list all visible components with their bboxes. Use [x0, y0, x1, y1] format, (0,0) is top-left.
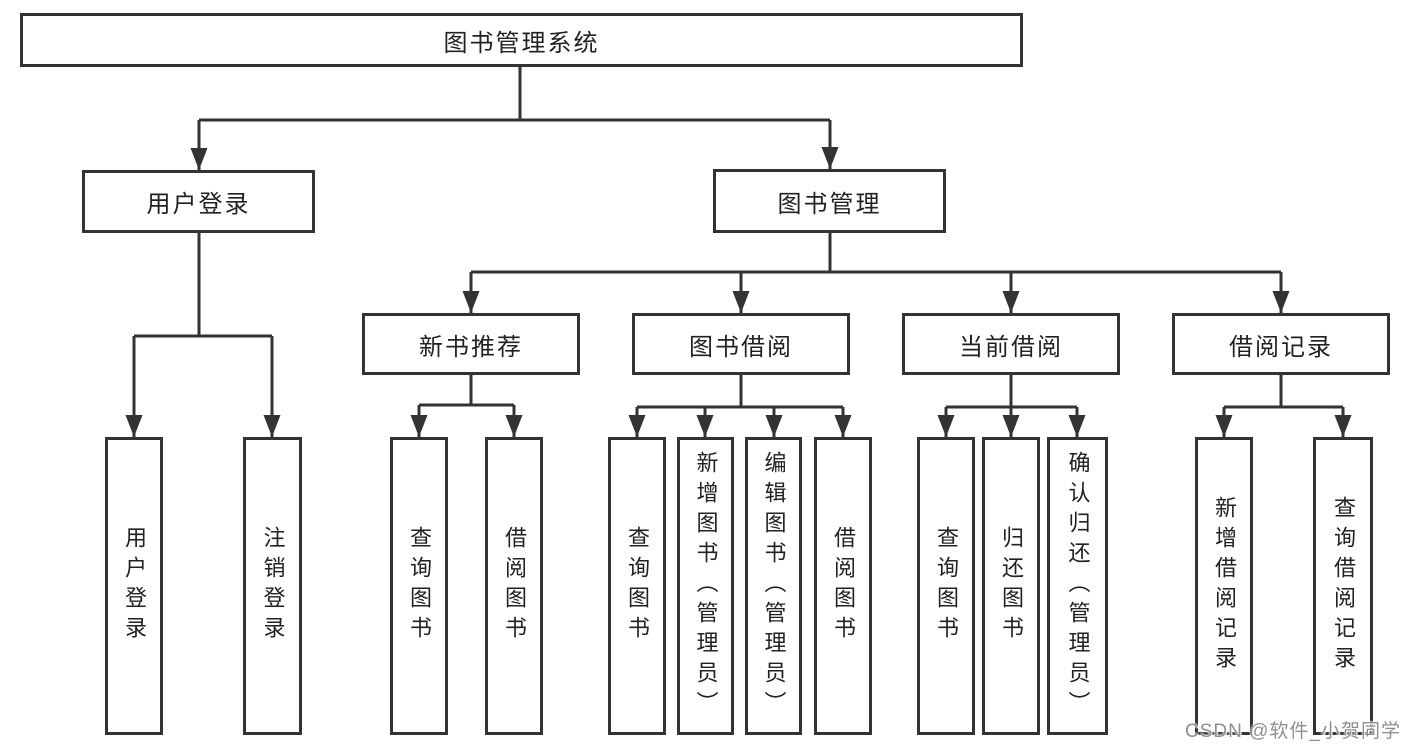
node-label: 新增图书（管理员）	[693, 451, 719, 721]
node-label: 注销登录	[260, 526, 286, 646]
node-label: 借阅图书	[502, 526, 527, 646]
leaf-logout: 注销登录	[243, 437, 302, 735]
node-label: 查询借阅记录	[1331, 496, 1356, 676]
leaf-query-books-current: 查询图书	[917, 437, 975, 735]
node-label: 确认归还（管理员）	[1065, 451, 1091, 721]
node-current-borrowing: 当前借阅	[902, 313, 1120, 375]
leaf-query-books-recommend: 查询图书	[390, 437, 448, 735]
node-label: 当前借阅	[959, 333, 1063, 361]
node-label: 查询图书	[934, 526, 959, 646]
leaf-add-borrow-record: 新增借阅记录	[1195, 437, 1253, 735]
node-book-management: 图书管理	[713, 169, 946, 233]
leaf-edit-book-admin: 编辑图书（管理员）	[745, 437, 802, 735]
node-label: 归还图书	[999, 526, 1024, 646]
node-label: 图书管理系统	[443, 29, 600, 57]
node-label: 图书借阅	[689, 333, 793, 361]
leaf-query-books-borrowing: 查询图书	[608, 437, 666, 735]
leaf-query-borrow-record: 查询借阅记录	[1313, 437, 1373, 735]
node-label: 借阅图书	[831, 526, 856, 646]
node-new-book-recommend: 新书推荐	[362, 313, 580, 375]
node-library-management-system: 图书管理系统	[20, 13, 1023, 67]
leaf-borrow-books-recommend: 借阅图书	[485, 437, 543, 735]
node-label: 借阅记录	[1229, 333, 1333, 361]
node-label: 新书推荐	[419, 333, 523, 361]
leaf-borrow-books-borrowing: 借阅图书	[814, 437, 872, 735]
node-label: 编辑图书（管理员）	[761, 451, 787, 721]
node-borrowing-records: 借阅记录	[1172, 313, 1390, 375]
node-label: 查询图书	[625, 526, 650, 646]
node-label: 图书管理	[777, 190, 882, 218]
node-book-borrowing: 图书借阅	[632, 313, 850, 375]
leaf-return-book: 归还图书	[982, 437, 1040, 735]
leaf-confirm-return-admin: 确认归还（管理员）	[1047, 437, 1108, 735]
node-label: 查询图书	[407, 526, 432, 646]
leaf-add-book-admin: 新增图书（管理员）	[677, 437, 734, 735]
node-label: 新增借阅记录	[1212, 496, 1237, 676]
csdn-watermark: CSDN @软件_小贺同学	[1185, 721, 1401, 742]
tree-trunk-lines	[134, 67, 1343, 409]
node-user-login: 用户登录	[82, 170, 315, 233]
node-label: 用户登录	[146, 191, 251, 218]
node-label: 用户登录	[122, 526, 147, 646]
leaf-user-login: 用户登录	[105, 437, 163, 735]
